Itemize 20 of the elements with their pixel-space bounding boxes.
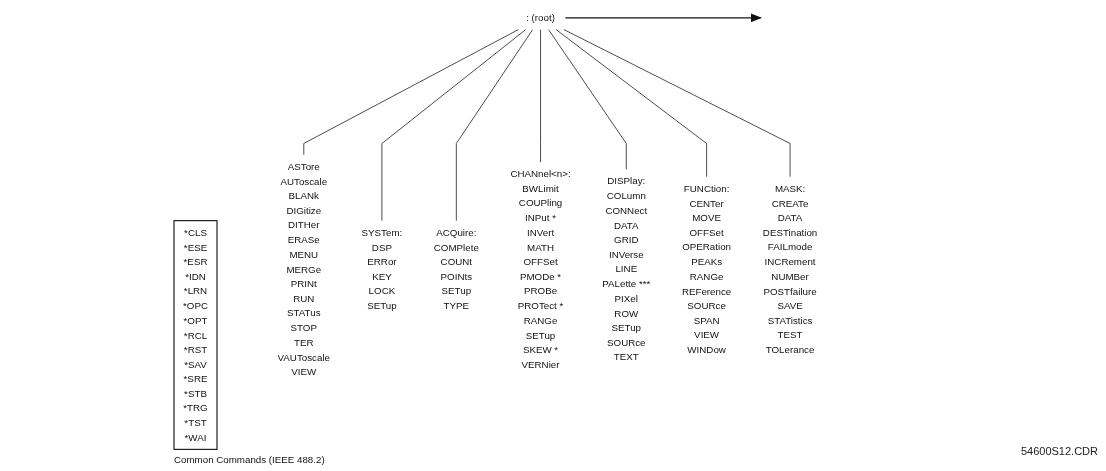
node-text: SYSTem: DSP ERRor KEY LOCK SETup bbox=[361, 226, 403, 312]
node-text: FUNCtion: CENTer MOVE OFFSet OPERation PEAKs RANGe REFerence SOURce SPAN VIEW WINDow bbox=[681, 182, 732, 356]
node-text: ASTore AUToscale BLANk DIGitize DITHer ERASe MENU MERGe PRINt RUN STATus STOP TER VAUToscale VIEW bbox=[277, 160, 330, 378]
file-name-label: 54600S12.CDR bbox=[1020, 445, 1098, 457]
arrow bbox=[564, 13, 762, 23]
connector bbox=[540, 29, 541, 163]
connector bbox=[555, 29, 707, 178]
node-text: CHANnel<n>: BWLimit COUPling INPut * INVert MATH OFFSet PMODe * PROBe PROTect * RANGe SETup SKEW * VERNier bbox=[510, 168, 571, 370]
connector bbox=[303, 29, 519, 156]
node-text: ACQuire: COMPlete COUNt POINts SETup TYPE bbox=[433, 226, 479, 312]
connector bbox=[548, 29, 627, 170]
node-box bbox=[173, 220, 218, 450]
connector bbox=[455, 29, 533, 222]
connector bbox=[563, 29, 791, 178]
node-text: MASK: CREATe DATA DESTination FAILmode INCRement NUMBer POSTfailure SAVE STATistics TEST TOLerance bbox=[762, 182, 818, 356]
command-tree-diagram: : (root) ASTore AUToscale BLANk DIGitize DITHer ERASe MENU MERGe PRINt RUN STATus STOP TER VAUToscale VIEW SYSTem: DSP ERRor KEY LOCK SETup ACQuire: COMPlete COUNt POINts SETup TYPE CHANnel<n>: BWLimit COUPling INPut * INVert MATH OFFSet PMODe * PROBe PROTect * RANGe SETup SKEW * VERNier DISPlay: COLumn CONNect DATA GRID INVerse LINE PALette *** PIXel ROW SETup SOURce TEXT FUNCtion: CENTer MOVE OFFSet OPERation PEAKs RANGe REFerence SOURce SPAN VIEW WINDow MASK: CREATe DATA DESTination FAILmode INCRement NUMBer POSTfailure SAVE STATistics TEST TOLerance *CLS *ESE *ESR *IDN *LRN *OPC *OPT *RCL *RST *SAV *SRE *STB *TRG *TST *WAI Common Commands (IEEE 488.2) bbox=[167, 0, 833, 471]
node-text: : (root) bbox=[525, 12, 555, 24]
connector bbox=[381, 29, 526, 222]
caption-text: Common Commands (IEEE 488.2) bbox=[173, 453, 325, 465]
node-text: DISPlay: COLumn CONNect DATA GRID INVerse LINE PALette *** PIXel ROW SETup SOURce TEXT bbox=[602, 175, 651, 363]
